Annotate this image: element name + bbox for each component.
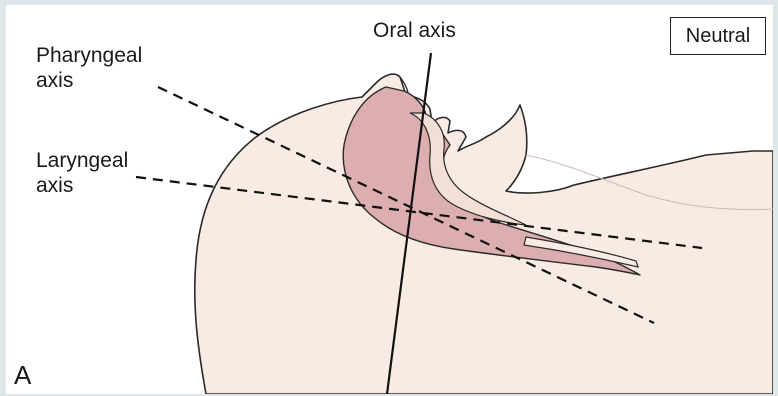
pharyngeal-axis-label-line1: Pharyngeal (36, 43, 142, 68)
laryngeal-axis-label: Laryngeal axis (36, 148, 128, 198)
pharyngeal-axis-label-line2: axis (36, 68, 142, 93)
pharyngeal-axis-label: Pharyngeal axis (36, 43, 142, 93)
panel-letter: A (14, 360, 31, 390)
position-badge: Neutral (670, 17, 766, 55)
laryngeal-axis-label-line1: Laryngeal (36, 148, 128, 173)
airway-axes-illustration: Oral axis Pharyngeal axis Laryngeal axis… (6, 5, 773, 394)
oral-axis-label: Oral axis (373, 18, 456, 43)
laryngeal-axis-label-line2: axis (36, 173, 128, 198)
